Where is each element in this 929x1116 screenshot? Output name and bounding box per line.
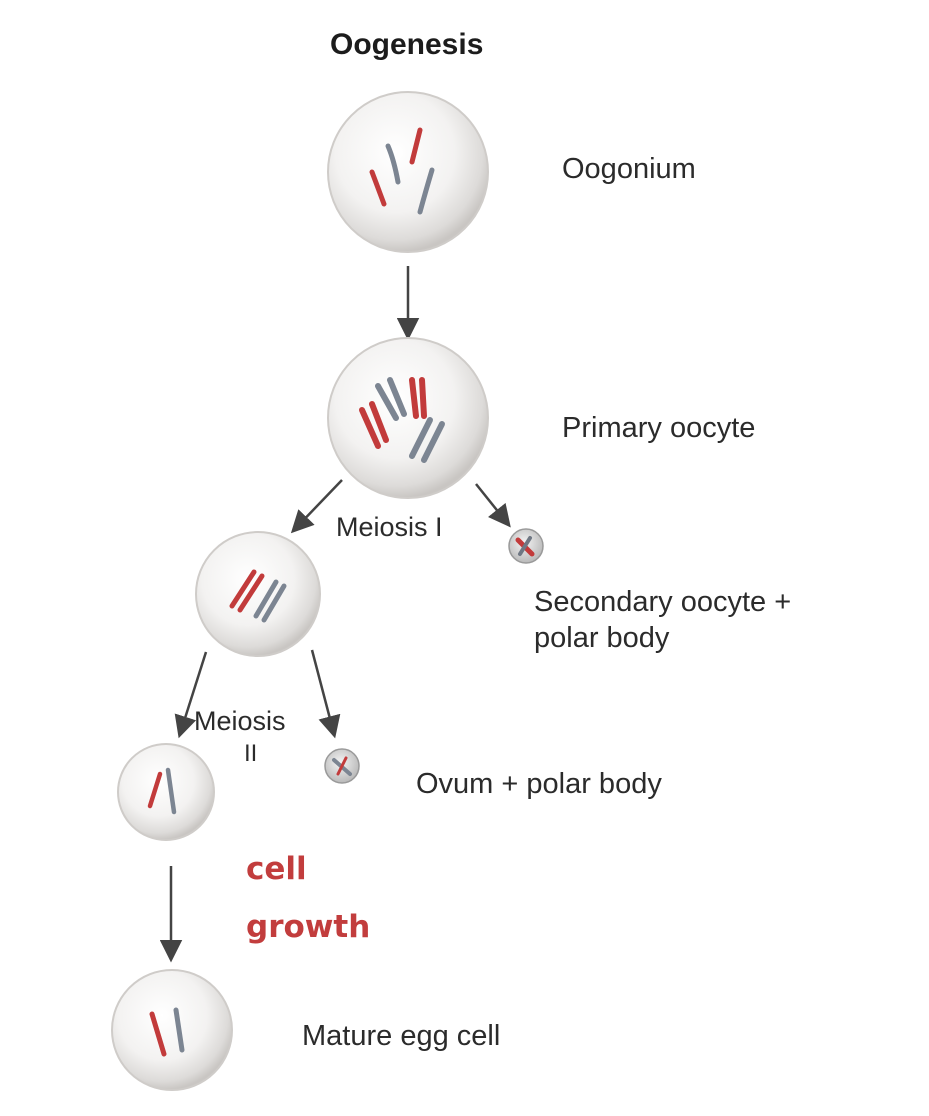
label-secondary-oocyte-line1: Secondary oocyte + bbox=[534, 586, 792, 618]
oogonium-cell bbox=[327, 91, 489, 253]
secondary-oocyte-cell bbox=[195, 531, 321, 657]
polar-body-1 bbox=[508, 528, 544, 564]
arrow-meiosis1-left bbox=[290, 479, 343, 534]
label-oogonium: Oogonium bbox=[562, 153, 696, 185]
mature-egg-chromosomes bbox=[149, 1007, 185, 1057]
mature-egg-cell bbox=[111, 969, 233, 1091]
arrow-meiosis2-left bbox=[174, 651, 208, 739]
label-primary-oocyte: Primary oocyte bbox=[562, 412, 756, 444]
ovum-cell bbox=[117, 743, 215, 841]
diagram-title: Oogenesis bbox=[330, 28, 484, 61]
primary-oocyte-chromosomes bbox=[359, 377, 445, 463]
arrow-meiosis1-right bbox=[475, 483, 511, 528]
label-secondary-oocyte-line2: polar body bbox=[534, 622, 670, 654]
arrow-meiosis2-right bbox=[310, 649, 341, 739]
oogonium-chromosomes bbox=[369, 127, 435, 215]
label-ovum: Ovum + polar body bbox=[416, 768, 662, 800]
label-meiosis-2-line2: II bbox=[244, 740, 258, 767]
label-cell-growth-line1: cell bbox=[246, 851, 307, 887]
polar-body-2 bbox=[324, 748, 360, 784]
label-cell-growth-line2: growth bbox=[246, 909, 371, 945]
label-mature-egg: Mature egg cell bbox=[302, 1020, 501, 1052]
label-meiosis-1: Meiosis I bbox=[336, 512, 443, 542]
secondary-oocyte-chromosomes bbox=[229, 569, 287, 623]
label-meiosis-2-line1: Meiosis bbox=[194, 706, 286, 736]
ovum-chromosomes bbox=[147, 767, 177, 815]
primary-oocyte-cell bbox=[327, 337, 489, 499]
